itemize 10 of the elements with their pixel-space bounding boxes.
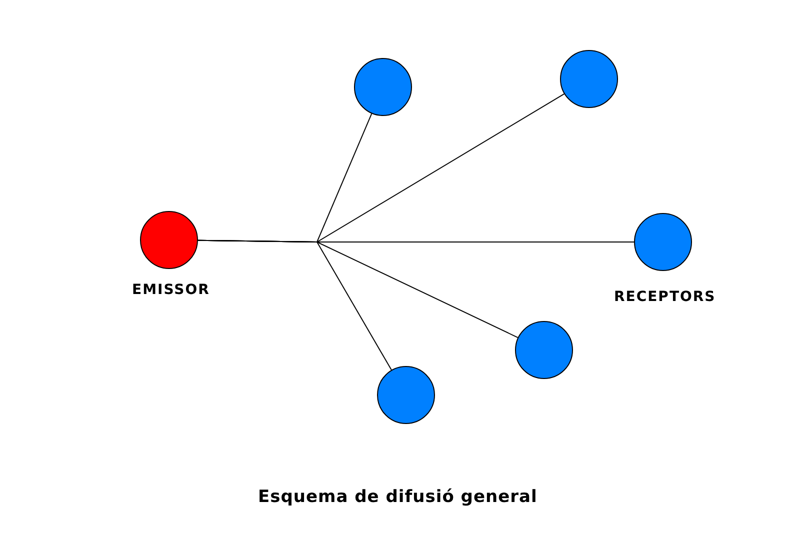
receiver-circle	[634, 213, 692, 271]
receiver-circle	[354, 58, 412, 116]
sender-circle	[140, 211, 198, 269]
caption: Esquema de difusió general	[258, 487, 538, 507]
node-caption: EMISSOR	[132, 282, 210, 298]
connector-line	[198, 240, 392, 370]
receiver-circle	[515, 321, 573, 379]
receiver-circle	[377, 366, 435, 424]
group-label: RECEPTORS	[614, 289, 716, 305]
receiver-circle	[560, 50, 618, 108]
